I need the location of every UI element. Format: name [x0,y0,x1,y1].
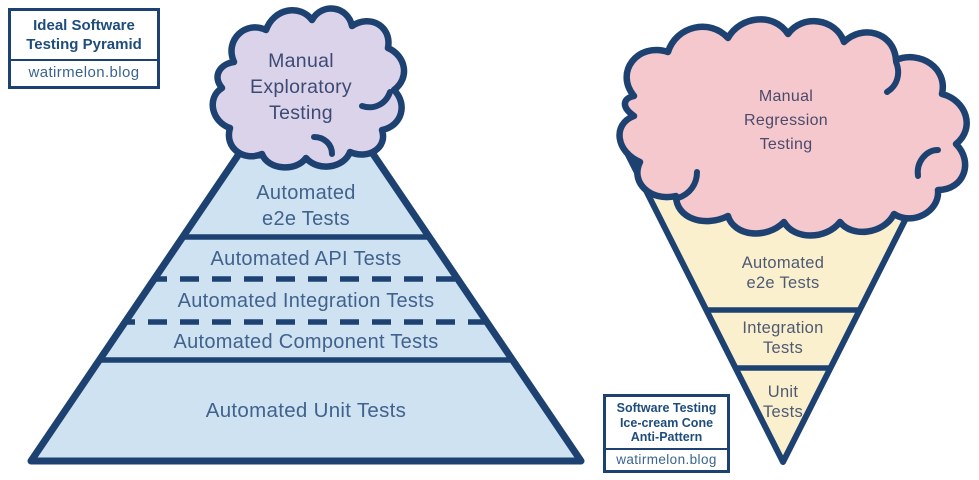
cone-layer-e2e-label: Automated e2e Tests [741,254,825,292]
left-cloud-label: Manual Exploratory Testing [250,50,352,124]
right-badge-title: Software Testing Ice-cream Cone Anti-Pat… [616,401,717,444]
right-cloud-curl-icon [914,147,941,179]
left-badge-divider [11,59,157,61]
right-cloud-curl-icon [675,169,700,201]
cone-layer-unit-label: Unit Tests [762,383,804,421]
pyramid-layer-unit-label: Automated Unit Tests [205,399,407,422]
pyramid-layer-integration-label: Automated Integration Tests [177,290,435,312]
cone-layer-integration-label: Integration Tests [742,319,824,357]
right-cloud-label: Manual Regression Testing [744,88,828,153]
pyramid-layer-api-label: Automated API Tests [210,248,402,270]
left-cloud-curl-details [311,89,393,157]
right-cloud-curl-icon [884,59,902,95]
right-badge-site-link[interactable]: watirmelon.blog [616,451,717,467]
right-badge-divider [606,447,727,450]
pyramid-layer-component-label: Automated Component Tests [173,331,439,353]
right-cloud-curl-details [675,59,941,201]
left-title-badge: Ideal Software Testing Pyramid watirmelo… [8,8,160,89]
left-cloud-curl-icon [311,134,335,157]
left-cloud-curl-icon [359,89,393,111]
right-cloud-shape [616,16,970,239]
pyramid-layer-e2e-label: Automated e2e Tests [256,182,356,230]
left-cloud-shape [209,5,408,171]
right-title-badge: Software Testing Ice-cream Cone Anti-Pat… [603,394,730,473]
left-badge-title: Ideal Software Testing Pyramid [26,17,142,53]
left-badge-site-link[interactable]: watirmelon.blog [28,64,140,81]
